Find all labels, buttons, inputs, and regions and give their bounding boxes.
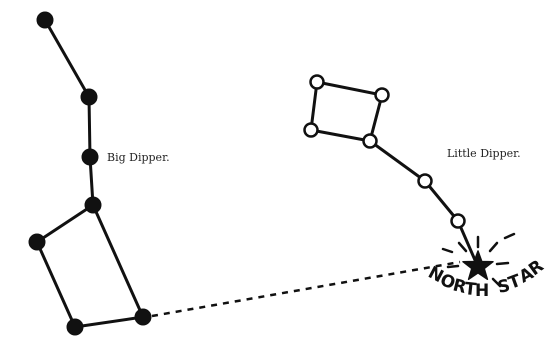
big-dipper-star-6 (67, 319, 83, 335)
big-dipper-label: Big Dipper. (107, 151, 170, 164)
big-dipper-star-3 (82, 149, 98, 165)
pointer-dashed-line (152, 262, 460, 316)
little-dipper-star-3 (305, 124, 318, 137)
big-dipper-star-7 (135, 309, 151, 325)
big-dipper-star-2 (81, 89, 97, 105)
big-dipper-star-4 (85, 197, 101, 213)
little-dipper-star-1 (311, 76, 324, 89)
little-dipper-star-4 (364, 135, 377, 148)
little-dipper-label: Little Dipper. (447, 147, 521, 160)
big-dipper-star-1 (37, 12, 53, 28)
big-dipper (29, 12, 151, 335)
big-dipper-handle-line (37, 20, 143, 327)
north-star-star-icon (463, 251, 493, 279)
little-dipper-line (311, 82, 478, 267)
north-star-letter: H (475, 281, 489, 301)
little-dipper (305, 76, 479, 268)
big-dipper-star-5 (29, 234, 45, 250)
little-dipper-star-2 (376, 89, 389, 102)
little-dipper-star-5 (419, 175, 432, 188)
little-dipper-star-6 (452, 215, 465, 228)
